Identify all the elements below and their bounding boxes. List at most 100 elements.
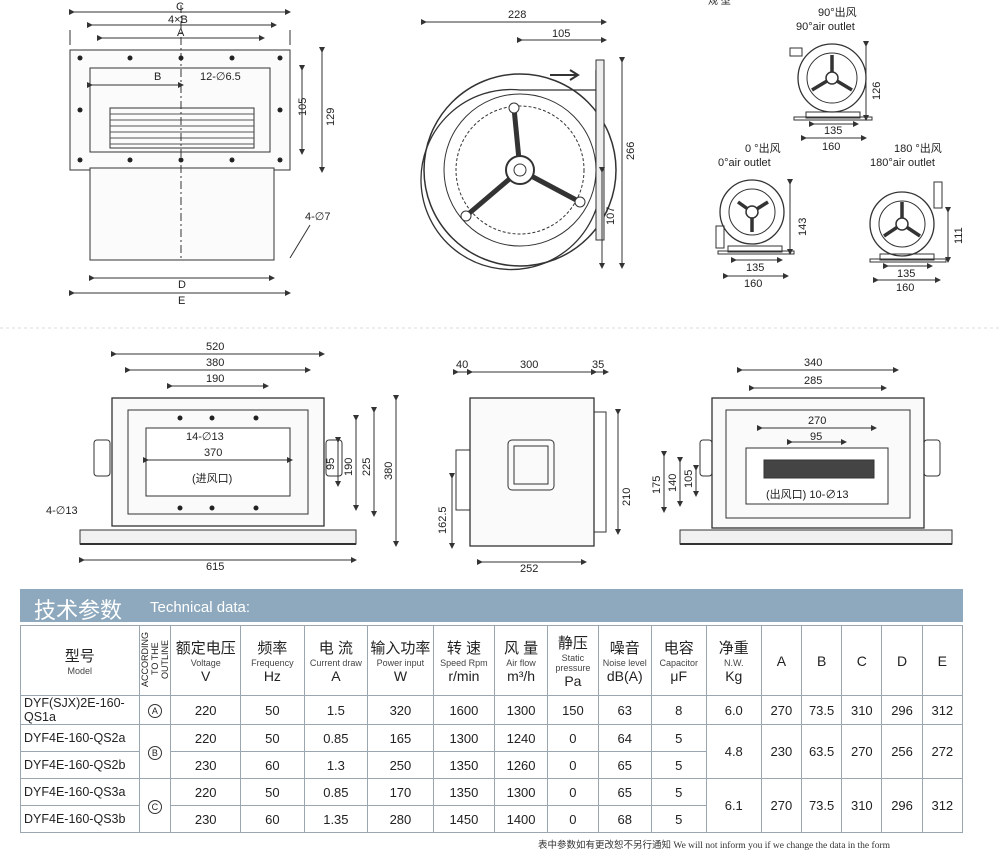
table-cell: 0.85 — [303, 724, 369, 752]
outlet-90-126: 126 — [871, 82, 883, 100]
table-cell: 0 — [547, 724, 599, 752]
header-cn: 电 流 — [318, 640, 353, 657]
header-unit: Hz — [263, 668, 281, 684]
table-cell: 256 — [881, 724, 923, 779]
header-en: Static pressure — [555, 653, 591, 673]
dim-140: 140 — [667, 474, 679, 492]
header-unit: Pa — [564, 673, 582, 689]
table-cell: 320 — [367, 695, 434, 725]
table-cell: 1.35 — [303, 805, 369, 833]
table-cell: 50 — [240, 778, 305, 806]
header-en: Frequency — [251, 658, 294, 668]
dim-4xB: 4×B — [168, 14, 188, 26]
dim-300: 300 — [520, 359, 538, 371]
dim-105-back: 105 — [683, 470, 695, 488]
dim-holes-12: 12-∅6.5 — [200, 71, 241, 83]
header-en: Capacitor — [659, 658, 698, 668]
table-cell: 250 — [367, 751, 434, 779]
header-cn: 输入功率 — [370, 640, 431, 657]
table-cell: 1450 — [432, 805, 496, 833]
outlet-90-160: 160 — [822, 141, 840, 153]
table-cell: 170 — [367, 778, 434, 806]
header-outline-label: ACCORDING TO THE OUTLINE — [139, 631, 170, 687]
technical-drawings: C 4×B A B 12-∅6.5 105 129 4-∅7 D E 228 1… — [0, 0, 1000, 575]
header-cn: 电容 — [663, 640, 694, 657]
table-cell: 272 — [921, 724, 964, 779]
tech-data-banner: 技术参数 Technical data: — [20, 589, 963, 624]
table-cell: 1400 — [494, 805, 549, 833]
table-cell: 5 — [650, 751, 707, 779]
header-en: N.W. — [724, 658, 744, 668]
dim-C: C — [176, 1, 184, 13]
header-unit: Kg — [725, 668, 743, 684]
table-cell: 312 — [921, 778, 964, 833]
scroll-housing-drawing — [420, 19, 625, 271]
table-cell: DYF(SJX)2E-160-QS1a — [20, 695, 140, 725]
dim-190-v: 190 — [343, 458, 355, 476]
table-cell: 230 — [760, 724, 803, 779]
outlet-0-cn: 0 °出风 — [745, 141, 781, 155]
table-cell: 1300 — [432, 724, 496, 752]
header-unit: A — [331, 668, 341, 684]
table-cell: 1.5 — [303, 695, 369, 725]
table-cell: 220 — [170, 724, 242, 752]
table-cell: 220 — [170, 778, 242, 806]
header-cn: 型号 — [64, 648, 95, 665]
header-unit: m³/h — [507, 668, 536, 684]
outlet-90-cn: 90°出风 — [818, 5, 857, 19]
outlet-90-135: 135 — [824, 125, 842, 137]
table-cell: 0.85 — [303, 778, 369, 806]
table-cell: 1300 — [494, 695, 549, 725]
table-cell: 230 — [170, 751, 242, 779]
outlet-180-cn: 180 °出风 — [894, 141, 942, 155]
dim-225: 225 — [361, 458, 373, 476]
table-cell: 0 — [547, 805, 599, 833]
dim-holes-4: 4-∅7 — [305, 211, 330, 223]
dim-175: 175 — [651, 476, 663, 494]
outlet-180-111: 111 — [953, 227, 965, 244]
dim-340: 340 — [804, 357, 822, 369]
table-cell: 5 — [650, 778, 707, 806]
dim-105-housing: 105 — [552, 28, 570, 40]
dim-520: 520 — [206, 341, 224, 353]
outlet-0-160: 160 — [744, 278, 762, 290]
table-cell: 1600 — [432, 695, 496, 725]
header-cell: B — [800, 625, 843, 696]
table-cell: DYF4E-160-QS2a — [20, 724, 140, 752]
table-cell: 5 — [650, 724, 707, 752]
table-cell: 63 — [597, 695, 652, 725]
footnote: 表中参数如有更改恕不另行通知 We will not inform you if… — [538, 841, 890, 851]
flange-outline-drawing — [69, 5, 325, 296]
header-cn: 转 速 — [446, 640, 481, 657]
header-unit: B — [816, 652, 827, 669]
dim-228: 228 — [508, 9, 526, 21]
header-cn: 噪音 — [609, 640, 640, 657]
outline-letter-badge: A — [147, 704, 162, 718]
outlet-0-en: 0°air outlet — [718, 157, 771, 169]
outlet-180-135: 135 — [897, 268, 915, 280]
table-cell: A — [138, 695, 172, 725]
inlet-label: (进风口) — [192, 472, 232, 485]
outline-letter-badge: C — [147, 799, 162, 814]
table-cell: 73.5 — [800, 695, 843, 725]
table-cell: 8 — [650, 695, 707, 725]
header-unit: V — [201, 668, 211, 684]
table-cell: 6.1 — [705, 778, 762, 833]
outlet-label: (出风口) 10-∅13 — [766, 487, 849, 501]
table-cell: 5 — [650, 805, 707, 833]
back-view-drawing — [661, 367, 953, 545]
dim-266: 266 — [625, 142, 637, 160]
header-cn: 净重 — [718, 640, 749, 657]
header-cn: 静压 — [557, 635, 588, 652]
header-unit: A — [776, 652, 787, 669]
header-unit: W — [393, 668, 408, 684]
